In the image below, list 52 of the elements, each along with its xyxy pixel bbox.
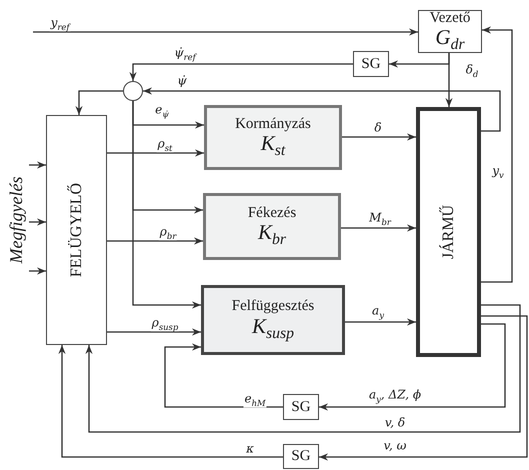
block-title: Felfüggesztés [232,298,314,314]
edge-label: M$_{br}$ [368,211,392,227]
arrow [75,90,123,115]
edge-label: δ$_{d}$ [464,63,480,79]
arrow [319,323,506,411]
signal-generator-block [353,51,389,77]
arrow [481,26,513,283]
arrow [164,343,283,408]
block-title: FELÜGYELŐ [68,182,86,278]
signal-generator-block [283,444,319,469]
supervisor-block [46,115,107,345]
block-symbol: K$_{susp}$ [252,314,294,342]
edge-label: v, δ [384,416,406,430]
summing-junction [123,81,143,101]
arrow [107,149,204,157]
arrow [58,345,283,458]
arrow [129,63,353,81]
controller-block [201,285,345,355]
edge-label: ψ̇$_{ref}$ [173,46,197,62]
arrow [107,237,203,245]
arrow [345,318,416,326]
vehicle-block [416,107,481,357]
block-title: JÁRMŰ [440,204,458,260]
controller-block [204,105,342,170]
block-title: SG [361,56,381,72]
block-title: SG [291,398,311,416]
arrow [29,267,46,275]
arrow [29,161,46,169]
vezeto-block [418,10,482,53]
edge-label: δ [373,122,383,134]
input-label: Megfigyelés [5,150,29,290]
arrow [29,218,46,226]
controller-block [203,193,341,260]
arrow [319,315,528,461]
edge-label: a$_{y}$, ΔZ, ϕ [368,388,422,404]
block-symbol: K$_{st}$ [260,132,286,160]
arrow [341,224,416,232]
block-symbol: K$_{br}$ [258,221,286,248]
arrow [33,28,418,36]
block-title: Fékezés [248,204,296,221]
block-symbol: G$_{dr}$ [435,26,465,54]
arrow [389,53,450,68]
block-title: Vezető [430,10,470,26]
edge-label: ψ̇ [176,74,188,88]
arrow [107,328,201,336]
arrow [342,133,416,141]
arrow [85,304,521,433]
block-title: Kormányzás [235,116,311,132]
block-title: SG [291,448,311,465]
arrow [132,101,201,309]
signal-generator-block [283,394,319,420]
arrow [143,87,501,132]
